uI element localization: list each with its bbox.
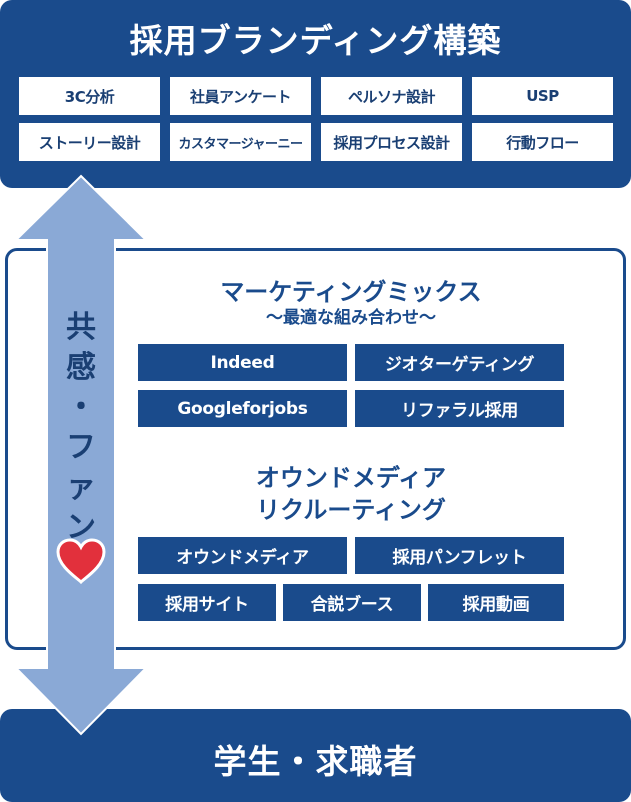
- empathy-fan-char: ァ: [66, 470, 96, 505]
- empathy-fan-char: 共: [66, 310, 96, 345]
- branding-item: 採用プロセス設計: [321, 123, 462, 161]
- branding-item: 社員アンケート: [170, 77, 311, 115]
- marketing-item-chip: リファラル採用: [355, 390, 564, 427]
- empathy-fan-char: ・: [66, 390, 96, 425]
- empathy-fan-char: フ: [66, 430, 96, 465]
- marketing-item-chip: ジオターゲティング: [355, 344, 564, 381]
- double-arrow-shape: [13, 174, 149, 736]
- owned-item-chip: 採用パンフレット: [355, 537, 564, 574]
- owned-media-title-line1: オウンドメディア: [255, 464, 447, 492]
- empathy-fan-char: 感: [66, 350, 96, 385]
- owned-item-chip: 合説ブース: [283, 584, 421, 621]
- marketing-item-chip: Googleforjobs: [138, 390, 347, 427]
- owned-item-chip: 採用動画: [428, 584, 564, 621]
- branding-item: ストーリー設計: [19, 123, 160, 161]
- owned-item-chip: オウンドメディア: [138, 537, 347, 574]
- branding-item: カスタマージャーニー: [170, 123, 311, 161]
- marketing-mix-title: マーケティングミックス: [220, 278, 482, 306]
- marketing-mix-subtitle: 〜最適な組み合わせ〜: [266, 308, 436, 328]
- audience-panel: [0, 709, 631, 802]
- branding-items-grid: 3C分析 社員アンケート ペルソナ設計 USP ストーリー設計 カスタマージャー…: [19, 77, 613, 161]
- branding-title: 採用ブランディング構築: [129, 21, 502, 60]
- branding-item: 3C分析: [19, 77, 160, 115]
- branding-item: USP: [472, 77, 613, 115]
- branding-item: ペルソナ設計: [321, 77, 462, 115]
- owned-item-chip: 採用サイト: [138, 584, 276, 621]
- audience-title: 学生・求職者: [213, 742, 418, 781]
- marketing-item-chip: Indeed: [138, 344, 347, 381]
- owned-media-title-line2: リクルーティング: [256, 496, 446, 524]
- branding-item: 行動フロー: [472, 123, 613, 161]
- heart-icon: [56, 538, 106, 584]
- empathy-fan-label: 共 感 ・ フ ァ ン: [51, 308, 111, 548]
